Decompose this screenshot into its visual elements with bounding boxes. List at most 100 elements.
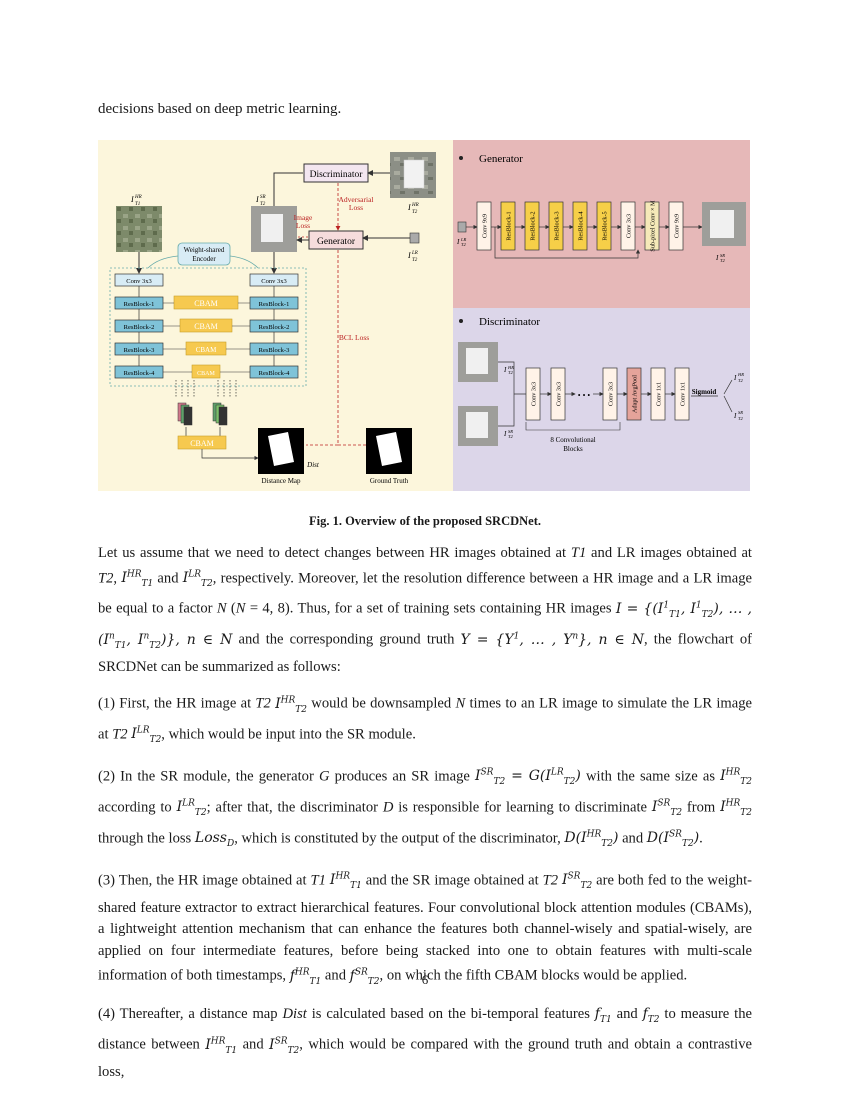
gen-block-5	[572, 201, 588, 251]
figure-srcdnet-overview: Discriminator I HR T2 I SR T2 Adversaria…	[98, 140, 750, 491]
disc-block-3-label: Conv 3x3	[608, 382, 615, 406]
svg-text:I: I	[715, 254, 719, 262]
svg-text:LR: LR	[411, 251, 418, 256]
gen-block-2-label: ResBlock-1	[506, 211, 513, 240]
hr-t2-building	[403, 159, 425, 189]
svg-text:I: I	[733, 412, 737, 420]
stacked-features-t2	[212, 402, 228, 426]
svg-text:Loss: Loss	[296, 221, 310, 230]
sr-t2-building	[261, 214, 283, 242]
svg-text:HR: HR	[737, 372, 744, 377]
svg-text:T2: T2	[260, 202, 266, 207]
svg-text:I: I	[407, 203, 411, 212]
gen-block-2	[500, 201, 516, 251]
svg-text:Blocks: Blocks	[563, 445, 583, 453]
svg-text:Encoder: Encoder	[192, 255, 216, 263]
paragraph-step-4: (4) Thereafter, a distance map Dist is c…	[98, 1006, 753, 1081]
svg-text:I: I	[130, 195, 134, 204]
gen-block-4-label: ResBlock-3	[554, 211, 561, 240]
body-text: Let us assume that we need to detect cha…	[98, 543, 752, 1095]
gen-block-3	[524, 201, 540, 251]
gen-input-lr-image	[457, 221, 467, 233]
page-number: 6	[421, 972, 429, 987]
sigmoid-label: Sigmoid	[692, 388, 717, 396]
disc-block-4-label: Adapt AvgPool	[632, 375, 639, 413]
paragraph-step-3: (3) Then, the HR image obtained at T1 IH…	[98, 871, 752, 987]
svg-text:HR: HR	[507, 365, 514, 370]
gen-block-3-label: ResBlock-2	[530, 211, 537, 240]
svg-text:ResBlock-4: ResBlock-4	[124, 370, 155, 377]
svg-text:CBAM: CBAM	[197, 371, 215, 377]
gen-block-1	[476, 201, 492, 251]
disc-block-2-label: Conv 3x3	[556, 382, 563, 406]
bcl-loss-label: BCL Loss	[339, 333, 369, 342]
gen-block-1-label: Conv 9x9	[482, 214, 489, 238]
lead-text: decisions based on deep metric learning.	[98, 101, 342, 117]
generator-label: Generator	[317, 237, 356, 247]
paragraph-step-1: (1) First, the HR image at T2 IHRT2 woul…	[98, 694, 752, 746]
hr-t1-image	[116, 206, 162, 252]
weight-shared-encoder-label-box	[177, 242, 231, 266]
svg-text:T2: T2	[508, 370, 514, 375]
feature-dotted-arrows	[175, 380, 237, 398]
disc-block-1-label: Conv 3x3	[531, 382, 538, 406]
disc-block-6-label: Conv 1x1	[680, 382, 687, 406]
paragraph-intro: Let us assume that we need to detect cha…	[98, 545, 753, 676]
svg-text:T2: T2	[412, 210, 418, 215]
generator-panel-title: Generator	[479, 153, 523, 165]
svg-text:HR: HR	[411, 203, 419, 208]
svg-text:I: I	[255, 195, 259, 204]
svg-text:SR: SR	[738, 410, 743, 415]
gen-block-8	[644, 201, 660, 251]
svg-text:ResBlock-1: ResBlock-1	[124, 301, 155, 308]
svg-text:ResBlock-1: ResBlock-1	[259, 301, 290, 308]
svg-text:CBAM: CBAM	[194, 322, 218, 331]
svg-text:ResBlock-3: ResBlock-3	[259, 347, 290, 354]
discriminator-label: Discriminator	[310, 170, 364, 180]
stacked-features-t1	[177, 402, 193, 426]
svg-text:I: I	[503, 430, 507, 438]
svg-text:ResBlock-3: ResBlock-3	[124, 347, 155, 354]
svg-text:I: I	[733, 374, 737, 382]
svg-text:HR: HR	[134, 195, 142, 200]
svg-text:ResBlock-2: ResBlock-2	[259, 324, 290, 331]
discriminator-panel-background	[453, 308, 750, 491]
svg-text:T2: T2	[738, 378, 744, 383]
gen-block-9-label: Conv 9x9	[674, 214, 681, 238]
ground-truth-label: Ground Truth	[370, 477, 409, 485]
discriminator-panel-title: Discriminator	[479, 316, 540, 328]
svg-text:CBAM: CBAM	[194, 299, 218, 308]
gen-block-5-label: ResBlock-4	[578, 211, 585, 240]
svg-text:T2: T2	[720, 258, 726, 263]
gen-block-6-label: ResBlock-5	[602, 211, 609, 240]
encoder-outline	[109, 267, 307, 387]
svg-text:Conv 3x3: Conv 3x3	[126, 278, 151, 285]
svg-text:CBAM: CBAM	[196, 346, 217, 354]
distance-map-label: Distance Map	[261, 477, 301, 485]
svg-text:T2: T2	[508, 434, 514, 439]
svg-text:T2: T2	[412, 258, 418, 263]
disc-dots: • • •	[578, 391, 591, 400]
disc-block-5-label: Conv 1x1	[656, 382, 663, 406]
gen-block-7-label: Conv 3x3	[626, 214, 633, 238]
svg-text:T2: T2	[738, 416, 744, 421]
gen-block-8-label: Sub-pixel Conv × M	[650, 200, 657, 252]
svg-text:I: I	[407, 251, 411, 260]
dist-label: Dist	[306, 461, 320, 469]
cbam-blocks: CBAM CBAM CBAM CBAM	[173, 295, 239, 379]
svg-text:T2: T2	[461, 242, 467, 247]
svg-text:LR: LR	[460, 237, 467, 242]
disc-group-label: 8 Convolutional	[550, 436, 595, 444]
svg-text:SR: SR	[720, 253, 725, 258]
image-loss-label: Image	[294, 213, 313, 222]
figure-caption: Fig. 1. Overview of the proposed SRCDNet…	[308, 514, 542, 528]
svg-text:ResBlock-2: ResBlock-2	[124, 324, 155, 331]
gen-block-7	[620, 201, 636, 251]
svg-text:SR: SR	[508, 429, 513, 434]
svg-text:T1: T1	[135, 202, 140, 207]
paragraph-step-2: (2) In the SR module, the generator G pr…	[98, 767, 753, 850]
svg-text:ResBlock-4: ResBlock-4	[259, 370, 290, 377]
svg-text:SR: SR	[260, 195, 266, 200]
generator-block-chain: Conv 9x9 ResBlock-1 ResBlock-2 ResBlock-3 Re…	[466, 200, 703, 252]
gen-block-9	[668, 201, 684, 251]
